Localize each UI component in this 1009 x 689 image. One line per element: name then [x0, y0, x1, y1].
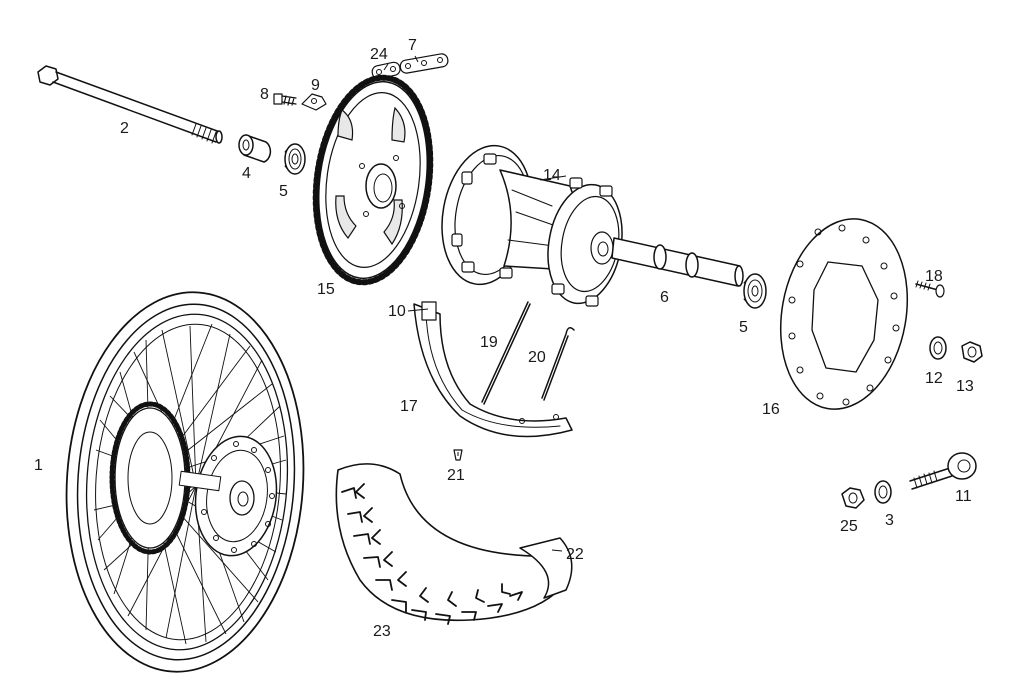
callout-13: 13 — [956, 378, 974, 395]
spacer — [238, 134, 272, 163]
callout-17: 17 — [400, 398, 418, 415]
callout-8: 8 — [260, 86, 269, 103]
callout-2: 2 — [120, 120, 129, 137]
sprocket-bolt — [273, 93, 297, 106]
chain-link — [399, 53, 449, 74]
callout-3: 3 — [885, 512, 894, 529]
spoke-19 — [481, 301, 531, 405]
bearing-right — [743, 273, 767, 309]
callout-4: 4 — [242, 165, 251, 182]
nut-13 — [961, 341, 983, 363]
callout-6: 6 — [660, 289, 669, 306]
callout-24: 24 — [370, 46, 388, 63]
spoke-20 — [541, 327, 575, 401]
callout-20: 20 — [528, 349, 546, 366]
callout-12: 12 — [925, 370, 943, 387]
callout-14: 14 — [543, 167, 561, 184]
wheel-hub — [441, 144, 623, 307]
callout-15: 15 — [317, 281, 335, 298]
callout-5b: 5 — [739, 319, 748, 336]
callout-18: 18 — [925, 268, 943, 285]
disc-holes — [788, 224, 900, 406]
callout-10: 10 — [388, 303, 406, 320]
washer-12 — [929, 336, 947, 360]
callouts: 1 2 3 4 5 5 6 7 8 9 10 11 12 13 14 15 16… — [34, 37, 974, 640]
rim-band — [413, 301, 573, 438]
callout-16: 16 — [762, 401, 780, 418]
leader-lines — [383, 55, 567, 552]
callout-9: 9 — [311, 77, 320, 94]
callout-5a: 5 — [279, 183, 288, 200]
rear-sprocket — [312, 74, 434, 286]
bearing-left — [284, 143, 306, 175]
callout-19: 19 — [480, 334, 498, 351]
wheel-disc-holes — [201, 441, 275, 553]
callout-23: 23 — [373, 623, 391, 640]
washer-3 — [874, 480, 892, 504]
callout-11: 11 — [955, 488, 972, 505]
callout-7: 7 — [408, 37, 417, 54]
axle-bolt — [37, 65, 223, 144]
lock-plate — [301, 93, 327, 111]
hub-shaft — [611, 237, 744, 287]
nut-25 — [841, 487, 865, 509]
disc-bolt — [915, 280, 945, 298]
tire-section — [335, 463, 573, 625]
assembled-wheel — [65, 291, 305, 673]
callout-25: 25 — [840, 518, 858, 535]
callout-22: 22 — [566, 546, 584, 563]
chain-adjuster — [909, 452, 977, 490]
brake-disc — [779, 218, 909, 410]
callout-1: 1 — [34, 457, 43, 474]
callout-21: 21 — [447, 467, 465, 484]
tread-pattern — [341, 483, 523, 625]
